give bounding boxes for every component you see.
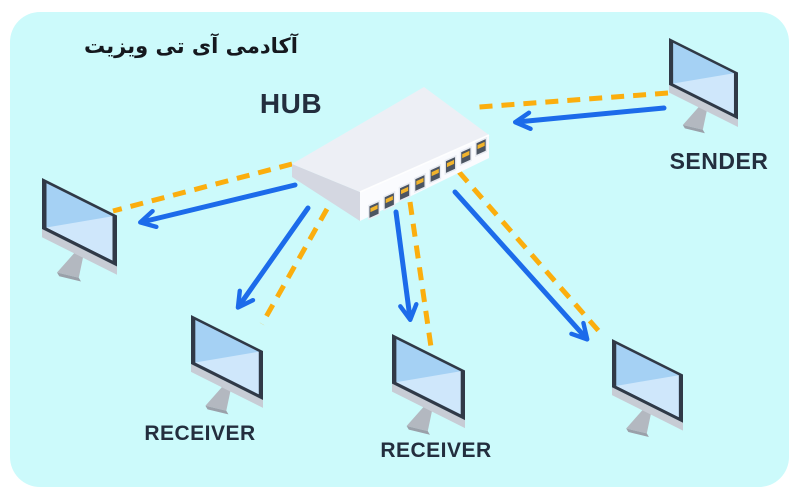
hub-label: HUB [260,88,322,119]
hub-port-pin [431,168,439,177]
broadcast-line-hub-receiver-left [259,207,330,326]
arrow-hub-to-receiver-left [235,205,311,310]
arrow-hub-to-left [138,182,298,230]
hub-ports [368,136,488,221]
hub-port-pin [416,177,424,186]
broadcast-lines [112,90,669,348]
hub-left-face [292,164,360,221]
broadcast-line-hub-right [457,170,606,339]
hub-port-pin [385,195,393,204]
hub-port-pin [446,159,455,168]
receiver-left-label: RECEIVER [144,422,255,445]
sender-label: SENDER [670,148,769,174]
broadcast-line-sender-hub [478,90,669,110]
data-arrows [138,105,667,342]
arrow-hub-to-receiver-mid [393,209,419,323]
hub-port-pin [462,150,470,159]
hub-front-bevel [359,134,490,193]
hub-port-pin [370,204,378,213]
academy-title: آکادمی آی تی ویزیت [84,33,299,58]
arrow-sender-to-hub [512,105,667,132]
broadcast-line-hub-receiver-mid [407,201,434,348]
hub-top-face [292,87,489,192]
broadcast-line-hub-left [112,161,293,214]
arrow-hub-to-right [452,189,590,342]
receiver-mid-label: RECEIVER [380,439,491,462]
hub-device [292,87,490,221]
hub-port-pin [401,186,409,195]
hub-port-pin [477,141,485,150]
